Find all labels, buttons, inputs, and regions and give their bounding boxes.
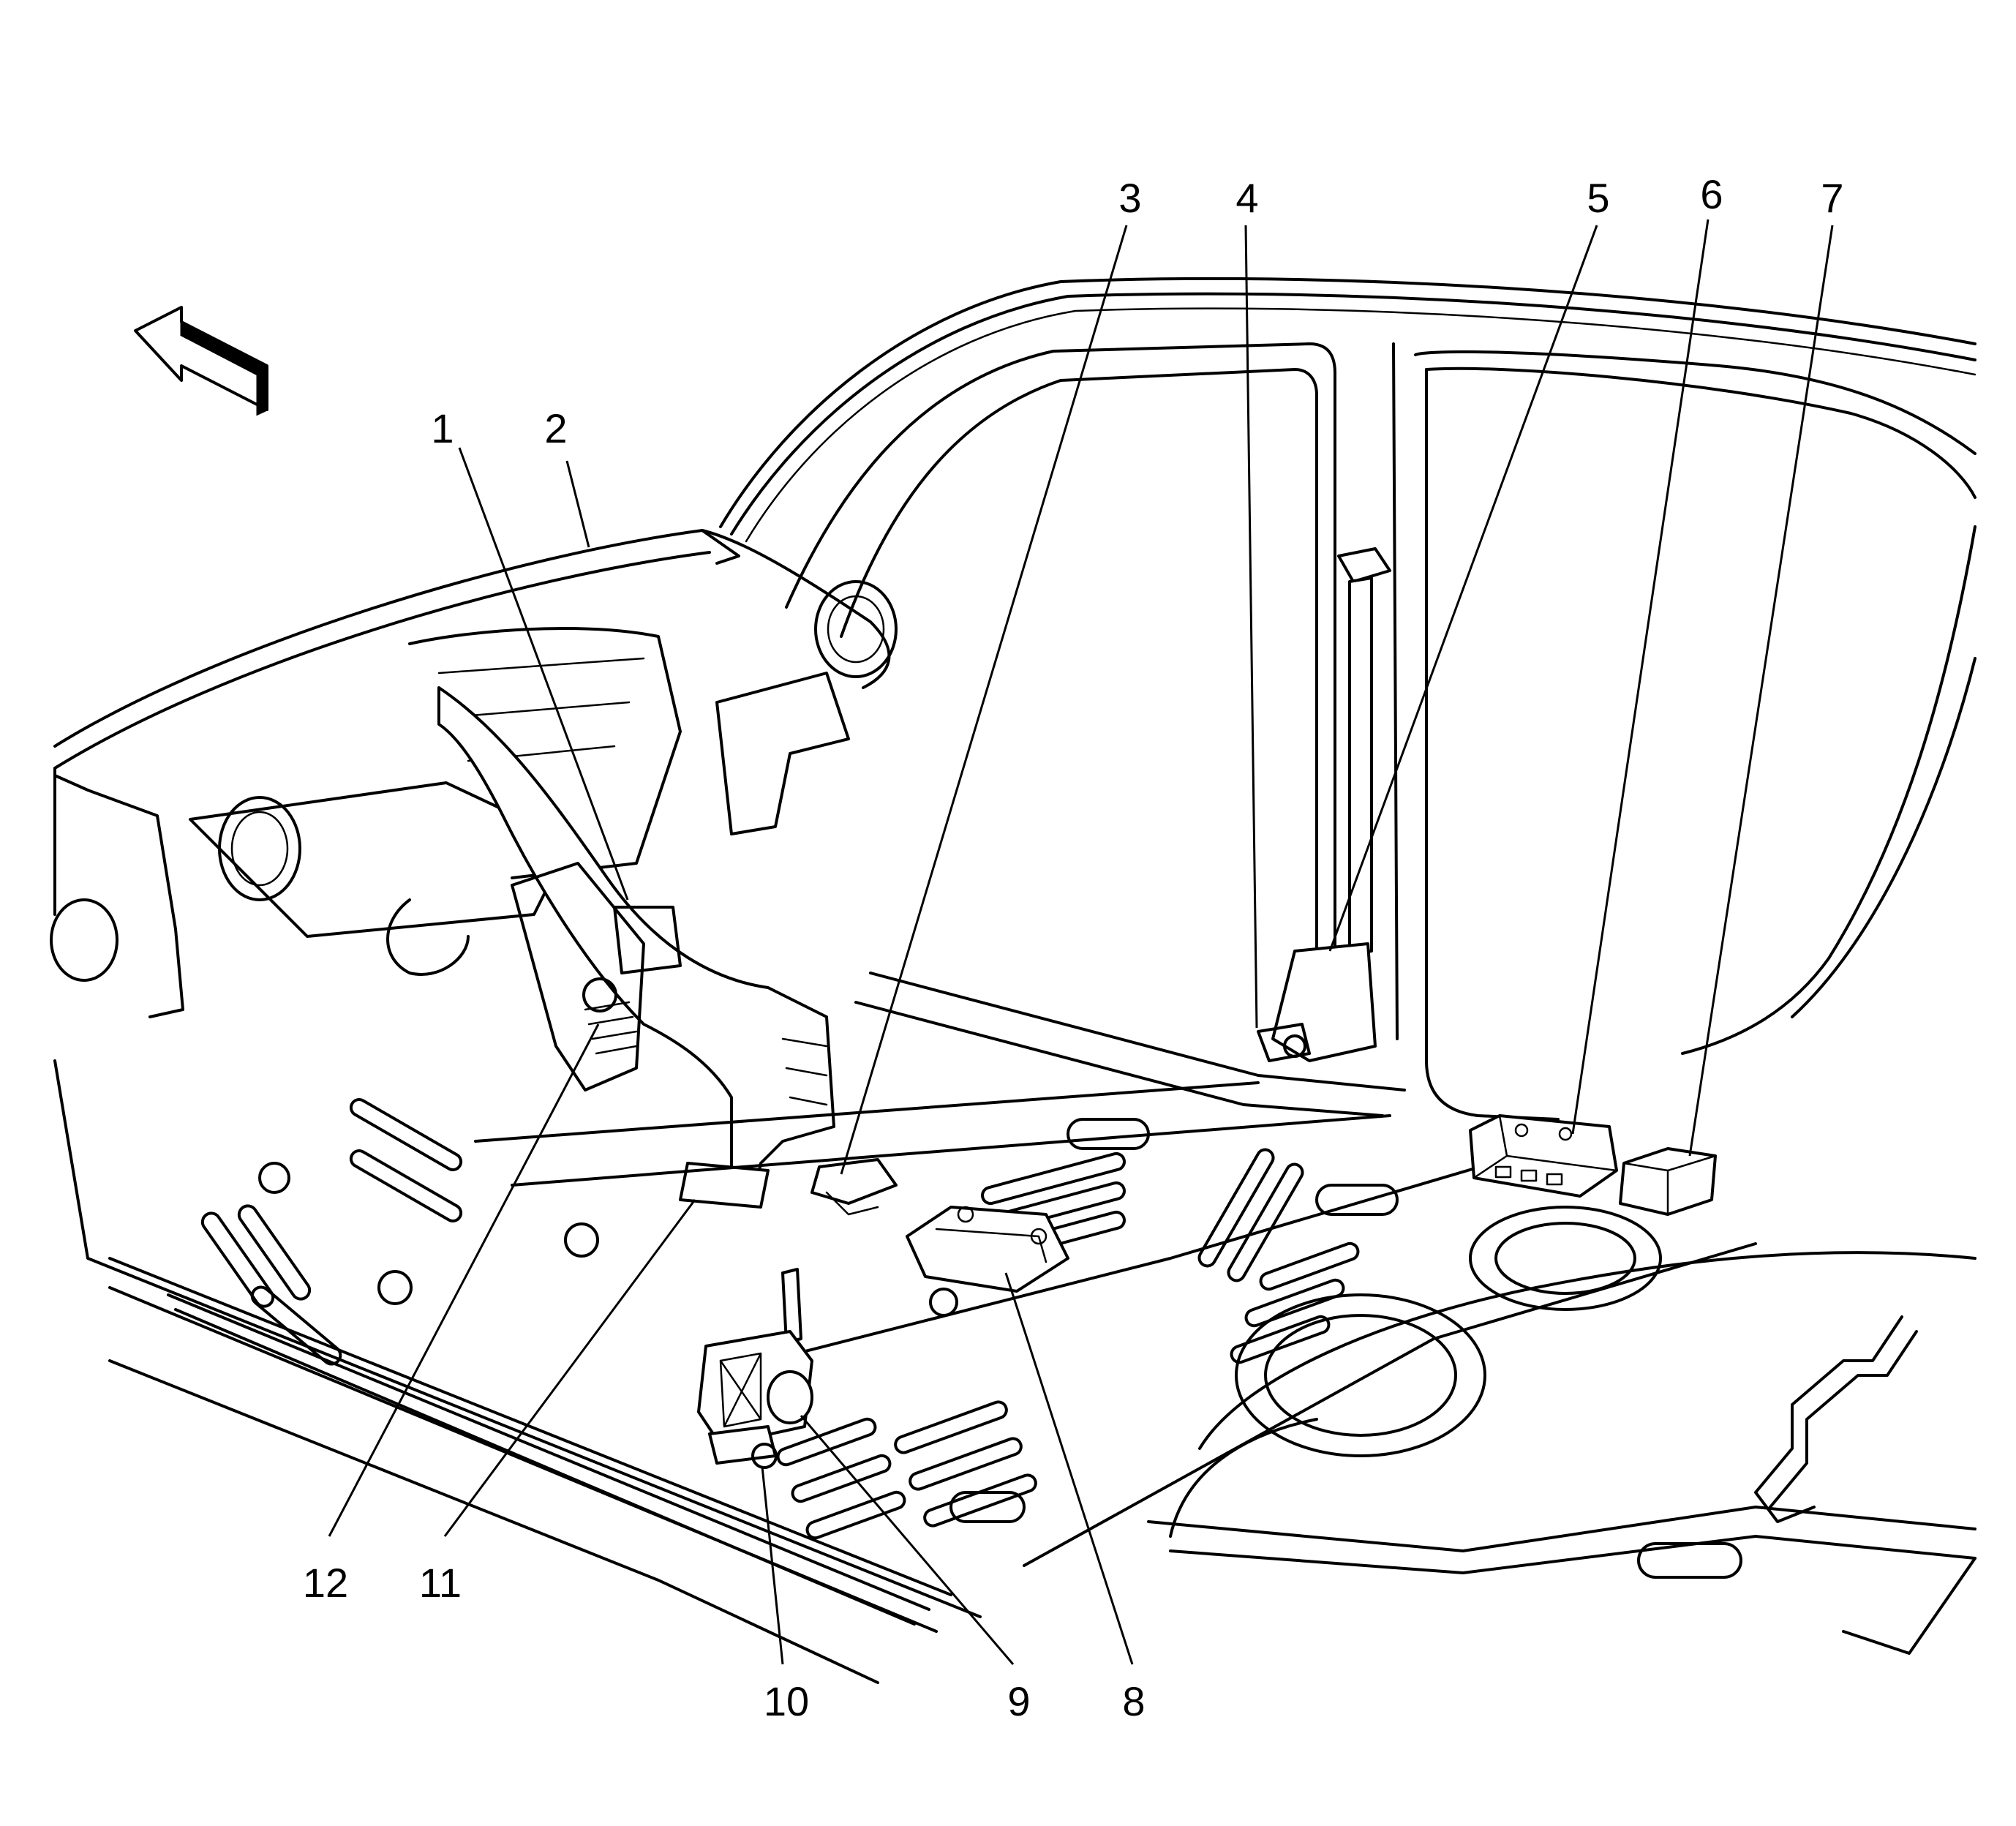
- callout-7: 7: [1821, 175, 1843, 221]
- sensing-module-item-8: [906, 1206, 1069, 1293]
- leader-6: [1571, 219, 1710, 1135]
- rear-floor-wheel-well: [1169, 1206, 1976, 1538]
- callout-4: 4: [1235, 175, 1258, 221]
- module-item-7: [1619, 1147, 1717, 1216]
- leader-5: [1328, 225, 1598, 952]
- callout-12: 12: [303, 1560, 348, 1606]
- b-pillar-seat-belt-assembly: [1257, 547, 1391, 1062]
- callout-9: 9: [1007, 1678, 1030, 1724]
- front-direction-arrow-icon: [134, 306, 268, 416]
- callout-2: 2: [544, 405, 567, 451]
- leader-9: [800, 1415, 1015, 1665]
- leader-8: [1004, 1272, 1134, 1665]
- callout-3: 3: [1118, 175, 1141, 221]
- callout-8: 8: [1122, 1678, 1145, 1724]
- instrument-panel: [50, 529, 898, 1018]
- sensor-module-item-3: [810, 1158, 898, 1216]
- floor-slots: [200, 1098, 1742, 1579]
- leader-lines: [328, 219, 1834, 1665]
- leader-12: [328, 1023, 600, 1537]
- leader-1: [458, 447, 629, 901]
- leader-2: [565, 460, 590, 548]
- callout-1: 1: [431, 405, 454, 451]
- body-side-frame: [719, 277, 1976, 1121]
- callout-11: 11: [419, 1560, 462, 1606]
- callout-6: 6: [1700, 171, 1723, 217]
- leader-7: [1688, 225, 1834, 1157]
- seat-belt-pretensioner-item-9-10: [697, 1268, 813, 1469]
- leader-4: [1244, 225, 1258, 1029]
- leader-11: [443, 1199, 696, 1537]
- leader-10: [761, 1466, 784, 1665]
- leader-3: [840, 225, 1128, 1175]
- center-console-brace: [437, 686, 835, 1209]
- callout-5: 5: [1587, 175, 1609, 221]
- callout-labels: 1 2 3 4 5 6 7 8 9 10 11 12: [303, 171, 1844, 1724]
- steering-column-area: [386, 862, 682, 1092]
- module-item-6: [1469, 1114, 1618, 1198]
- callout-10: 10: [764, 1678, 809, 1724]
